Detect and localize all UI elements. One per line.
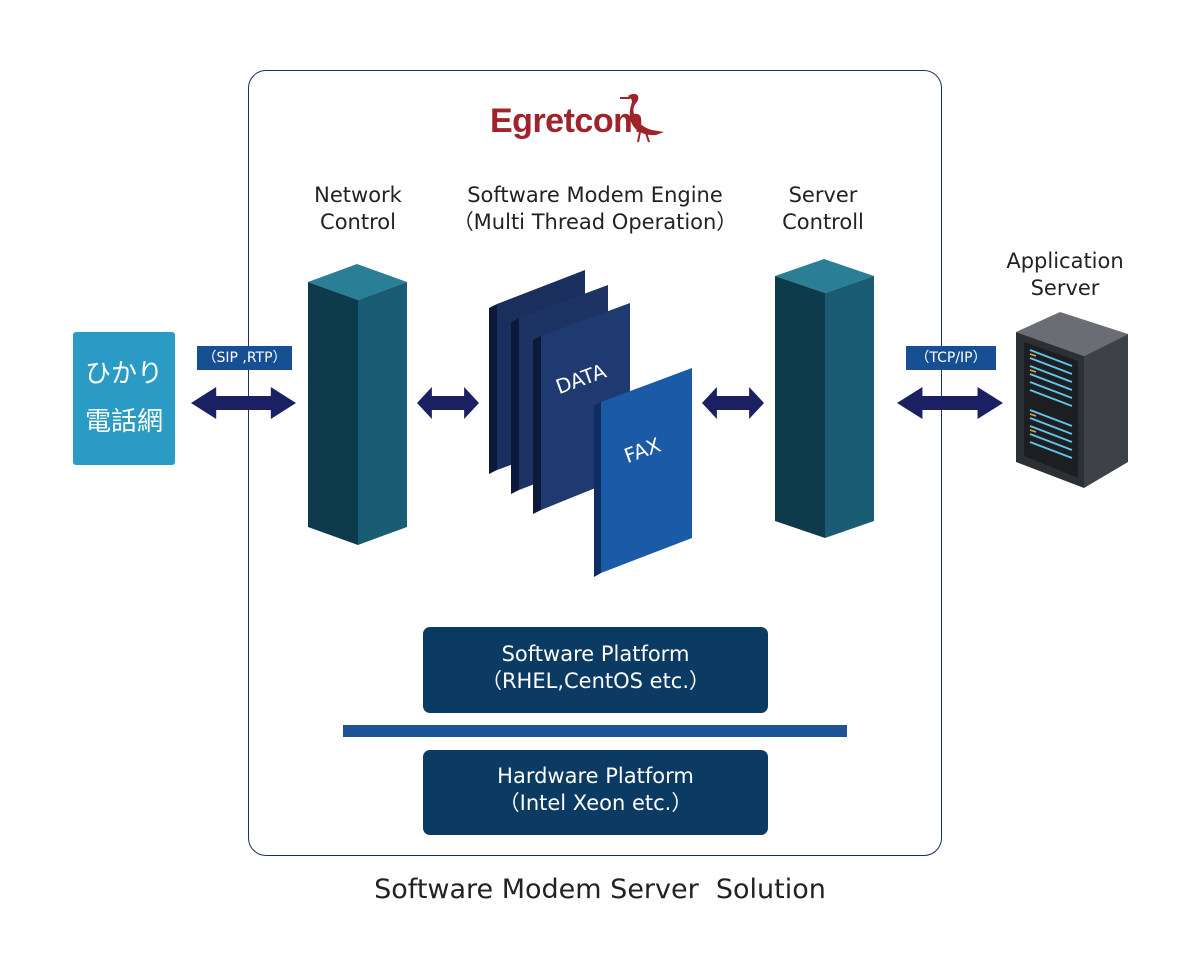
header-line: （Multi Thread Operation） xyxy=(452,210,738,234)
tcp-ip-tag: （TCP/IP） xyxy=(906,346,996,370)
header-line: Server xyxy=(788,183,858,207)
header-line: Software Modem Engine xyxy=(467,183,723,207)
server-control-pillar xyxy=(775,259,874,538)
modem-card-fax xyxy=(594,368,692,577)
diagram-caption: Software Modem Server Solution xyxy=(374,874,826,905)
server-control-header: Server Controll xyxy=(758,182,888,236)
hikari-network-box: ひかり 電話網 xyxy=(73,332,175,465)
network-control-header: Network Control xyxy=(293,182,423,236)
header-line: Server xyxy=(1030,276,1100,300)
app-server-header: Application Server xyxy=(990,248,1140,302)
header-line: Controll xyxy=(782,210,864,234)
header-line: Control xyxy=(320,210,396,234)
hikari-line: 電話網 xyxy=(84,407,163,437)
platform-divider xyxy=(343,725,847,737)
modem-engine-header: Software Modem Engine （Multi Thread Oper… xyxy=(430,182,760,236)
software-platform-box: Software Platform （RHEL,CentOS etc.） xyxy=(423,627,768,713)
egretcom-logo: Egretcom xyxy=(490,92,680,143)
double-arrow-icon xyxy=(897,387,1003,419)
hardware-platform-box: Hardware Platform （Intel Xeon etc.） xyxy=(423,750,768,835)
platform-line: （Intel Xeon etc.） xyxy=(498,791,693,815)
network-control-pillar xyxy=(308,264,407,545)
platform-line: Hardware Platform xyxy=(497,764,694,788)
hikari-line: ひかり xyxy=(84,359,163,389)
double-arrow-icon xyxy=(417,387,479,419)
logo-text: Egretcom xyxy=(490,102,643,140)
egret-logo-icon xyxy=(620,93,664,143)
double-arrow-icon xyxy=(191,387,296,419)
double-arrow-icon xyxy=(702,387,764,419)
platform-line: （RHEL,CentOS etc.） xyxy=(480,669,711,693)
sip-rtp-tag: （SIP ,RTP） xyxy=(197,346,292,370)
header-line: Network xyxy=(314,183,402,207)
solution-frame xyxy=(248,70,942,856)
server-rack-icon xyxy=(1016,312,1128,488)
platform-line: Software Platform xyxy=(501,642,690,666)
header-line: Application xyxy=(1006,249,1124,273)
